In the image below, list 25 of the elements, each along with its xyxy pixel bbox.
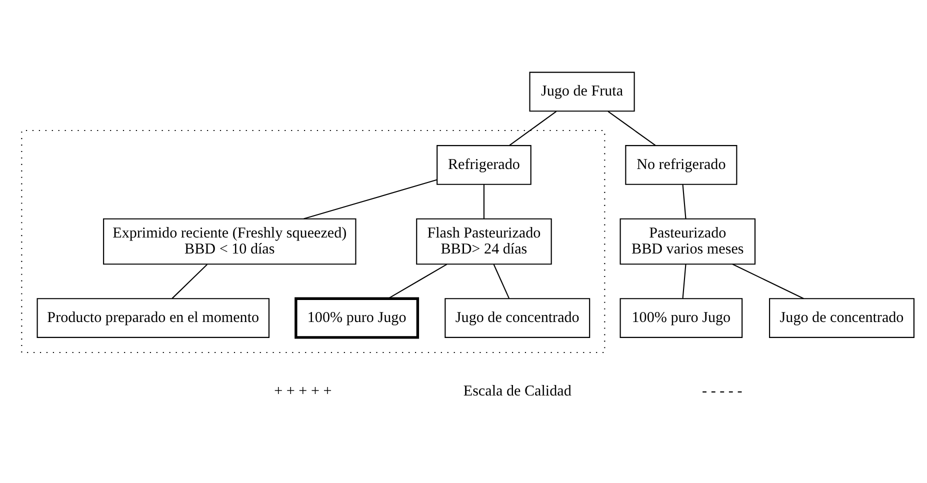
node-box: Pasteurizado BBD varios meses <box>620 218 756 265</box>
node-box: 100% puro Jugo <box>620 298 743 338</box>
node-box: Jugo de concentrado <box>444 298 590 338</box>
label: - - - - - <box>702 383 742 400</box>
connector <box>682 184 686 219</box>
connector <box>509 111 557 146</box>
node-box: Jugo de Fruta <box>529 72 635 112</box>
node-box: Exprimido reciente (Freshly squeezed) BBD < 10 días <box>103 218 356 265</box>
node-box: Flash Pasteurizado BBD> 24 días <box>416 218 552 265</box>
cluster <box>21 130 606 354</box>
connector <box>388 264 448 300</box>
connector <box>493 264 510 299</box>
connector <box>608 111 656 146</box>
node-box: 100% puro Jugo <box>294 297 420 339</box>
node-box: Refrigerado <box>436 145 532 185</box>
label: Escala de Calidad <box>463 383 572 400</box>
label: + + + + + <box>274 383 332 400</box>
node-box: No refrigerado <box>625 145 738 185</box>
node-box: Producto preparado en el momento <box>36 298 270 338</box>
connector <box>172 264 208 299</box>
connector <box>304 179 438 220</box>
connector <box>682 264 686 298</box>
connector <box>732 264 804 300</box>
node-box: Jugo de concentrado <box>769 298 914 338</box>
connector <box>483 184 485 219</box>
